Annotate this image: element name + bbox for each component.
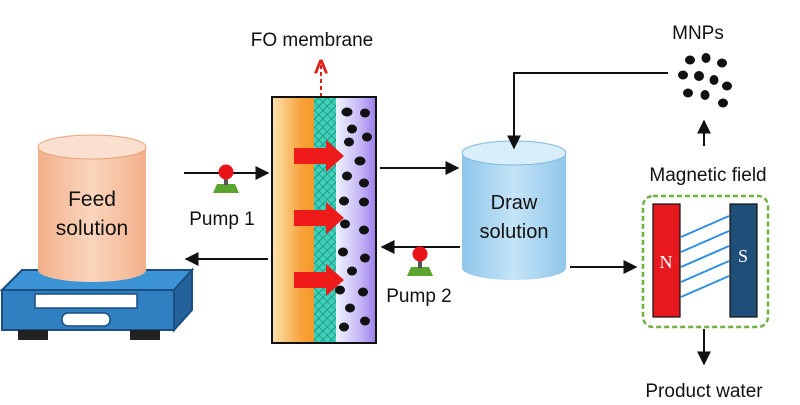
magnetic-field-label: Magnetic field <box>649 165 766 186</box>
pump-2-label: Pump 2 <box>386 286 451 307</box>
feed-solution-tank <box>37 134 147 282</box>
magnet-north-pole <box>652 203 681 318</box>
water-flux-arrow <box>294 140 344 172</box>
stirrer-display <box>34 293 138 309</box>
water-flux-arrows <box>294 140 344 296</box>
water-flux-arrow <box>294 264 344 296</box>
draw-solution-tank <box>461 140 567 280</box>
membrane-particles <box>335 107 372 332</box>
draw-solution-label-line1: Draw <box>491 192 538 214</box>
magnetic-separator <box>641 194 770 329</box>
pump-2-icon <box>407 246 433 276</box>
fo-membrane-label: FO membrane <box>251 30 373 51</box>
mnp-recycle-line <box>507 72 668 150</box>
product-water-label: Product water <box>645 381 763 402</box>
feed-solution-label-line1: Feed <box>68 188 116 211</box>
magnet-south-pole <box>729 203 758 318</box>
magnet-n-label: N <box>660 252 673 272</box>
stirrer-knob <box>61 312 111 327</box>
feed-solution-label-line2: solution <box>56 217 128 240</box>
water-flux-arrow <box>294 202 344 234</box>
magnet-s-label: S <box>738 246 748 266</box>
mnp-particles <box>678 53 732 108</box>
pump-1-icon <box>213 164 239 193</box>
magnetic-field-lines <box>680 215 730 298</box>
mnps-label: MNPs <box>672 23 724 44</box>
pump-1-label: Pump 1 <box>189 209 254 230</box>
draw-solution-label-line2: solution <box>480 221 549 243</box>
